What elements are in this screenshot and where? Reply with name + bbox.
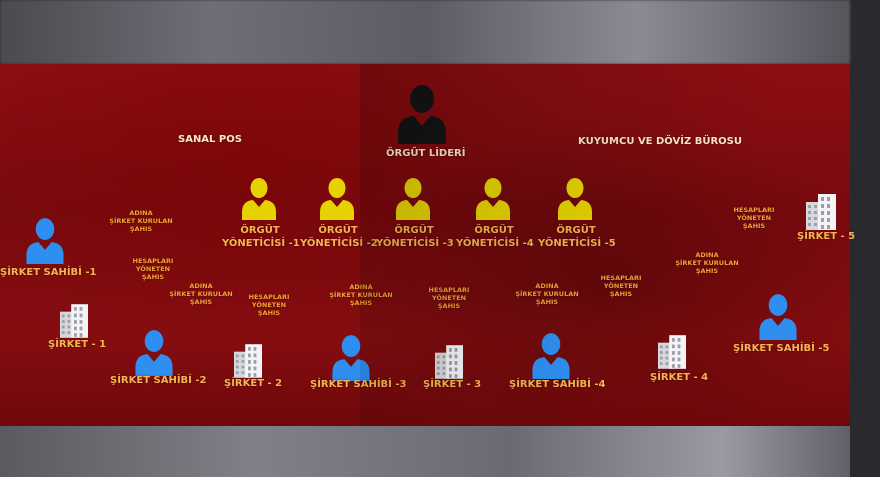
yonetici-4-line1: ÖRGÜT (474, 225, 514, 236)
note-2-l1: HESAPLARI (132, 257, 174, 265)
yonetici-label-4: ÖRGÜT YÖNETİCİSİ -4 (456, 224, 534, 250)
note-6: HESAPLARI YÖNETEN ŞAHIS (420, 286, 478, 310)
note-1: ADINA ŞİRKET KURULAN ŞAHIS (106, 209, 176, 233)
sirket-label-4: ŞİRKET - 4 (650, 372, 709, 383)
yonetici-icon-3 (393, 176, 433, 220)
note-8-l3: ŞAHIS (609, 290, 633, 298)
owner-label-4: ŞİRKET SAHİBİ -4 (509, 379, 606, 390)
note-9-l1: ADINA (695, 251, 719, 259)
note-10-l1: HESAPLARI (733, 206, 775, 214)
yonetici-2-line1: ÖRGÜT (318, 225, 358, 236)
building-icon-4 (658, 335, 686, 369)
note-9: ADINA ŞİRKET KURULAN ŞAHIS (672, 251, 742, 275)
yonetici-5-line1: ÖRGÜT (556, 225, 596, 236)
yonetici-label-2: ÖRGÜT YÖNETİCİSİ -2 (300, 224, 378, 250)
note-7-l2: ŞİRKET KURULAN (515, 290, 579, 298)
owner-label-5: ŞİRKET SAHİBİ -5 (733, 343, 830, 354)
note-1-l1: ADINA (129, 209, 153, 217)
note-5-l3: ŞAHIS (349, 299, 373, 307)
blurred-top-band (0, 0, 850, 64)
org-chart-stage: ÖRGÜT LİDERİ SANAL POS KUYUMCU VE DÖVİZ … (0, 64, 880, 426)
owner-icon-2 (132, 328, 176, 376)
yonetici-label-5: ÖRGÜT YÖNETİCİSİ -5 (538, 224, 616, 250)
yonetici-1-line1: ÖRGÜT (240, 225, 280, 236)
building-icon-1 (60, 304, 88, 338)
yonetici-3-line1: ÖRGÜT (394, 225, 434, 236)
note-4-l3: ŞAHIS (257, 309, 281, 317)
yonetici-icon-1 (239, 176, 279, 220)
note-1-l3: ŞAHIS (129, 225, 153, 233)
note-4: HESAPLARI YÖNETEN ŞAHIS (240, 293, 298, 317)
note-3-l2: ŞİRKET KURULAN (169, 290, 233, 298)
sirket-label-1: ŞİRKET - 1 (48, 339, 107, 350)
note-6-l3: ŞAHIS (437, 302, 461, 310)
yonetici-label-3: ÖRGÜT YÖNETİCİSİ -3 (376, 224, 454, 250)
leader-silhouette-icon (393, 82, 451, 144)
note-7-l1: ADINA (535, 282, 559, 290)
note-2: HESAPLARI YÖNETEN ŞAHIS (124, 257, 182, 281)
owner-icon-3 (329, 333, 373, 381)
owner-icon-5 (756, 292, 800, 340)
leader-label: ÖRGÜT LİDERİ (386, 148, 466, 159)
note-9-l3: ŞAHIS (695, 267, 719, 275)
note-8-l2: YÖNETEN (603, 282, 639, 290)
yonetici-label-1: ÖRGÜT YÖNETİCİSİ -1 (222, 224, 300, 250)
note-6-l1: HESAPLARI (428, 286, 470, 294)
yonetici-2-line2: YÖNETİCİSİ -2 (300, 238, 378, 249)
owner-label-1: ŞİRKET SAHİBİ -1 (0, 267, 97, 278)
owner-label-3: ŞİRKET SAHİBİ -3 (310, 379, 407, 390)
note-10-l3: ŞAHIS (742, 222, 766, 230)
yonetici-icon-4 (473, 176, 513, 220)
note-9-l2: ŞİRKET KURULAN (675, 259, 739, 267)
note-2-l3: ŞAHIS (141, 273, 165, 281)
note-5-l1: ADINA (349, 283, 373, 291)
building-icon-3 (435, 345, 463, 379)
note-3-l3: ŞAHIS (189, 298, 213, 306)
building-icon-2 (234, 344, 262, 378)
note-8-l1: HESAPLARI (600, 274, 642, 282)
note-10: HESAPLARI YÖNETEN ŞAHIS (725, 206, 783, 230)
note-5-l2: ŞİRKET KURULAN (329, 291, 393, 299)
note-7-l3: ŞAHIS (535, 298, 559, 306)
sirket-label-3: ŞİRKET - 3 (423, 379, 482, 390)
note-4-l1: HESAPLARI (248, 293, 290, 301)
yonetici-3-line2: YÖNETİCİSİ -3 (376, 238, 454, 249)
blurred-bottom-band (0, 426, 850, 477)
note-10-l2: YÖNETEN (736, 214, 772, 222)
note-3: ADINA ŞİRKET KURULAN ŞAHIS (166, 282, 236, 306)
kuyumcu-label: KUYUMCU VE DÖVİZ BÜROSU (578, 136, 742, 147)
owner-label-2: ŞİRKET SAHİBİ -2 (110, 375, 207, 386)
yonetici-icon-5 (555, 176, 595, 220)
note-1-l2: ŞİRKET KURULAN (109, 217, 173, 225)
building-icon-5 (806, 194, 836, 230)
yonetici-1-line2: YÖNETİCİSİ -1 (222, 238, 300, 249)
sanal-pos-label: SANAL POS (178, 134, 242, 145)
note-6-l2: YÖNETEN (431, 294, 467, 302)
owner-icon-1 (23, 216, 67, 264)
note-8: HESAPLARI YÖNETEN ŞAHIS (592, 274, 650, 298)
sirket-label-2: ŞİRKET - 2 (224, 378, 283, 389)
note-7: ADINA ŞİRKET KURULAN ŞAHIS (512, 282, 582, 306)
yonetici-5-line2: YÖNETİCİSİ -5 (538, 238, 616, 249)
note-4-l2: YÖNETEN (251, 301, 287, 309)
note-3-l1: ADINA (189, 282, 213, 290)
yonetici-icon-2 (317, 176, 357, 220)
owner-icon-4 (529, 331, 573, 379)
yonetici-4-line2: YÖNETİCİSİ -4 (456, 238, 534, 249)
note-5: ADINA ŞİRKET KURULAN ŞAHIS (326, 283, 396, 307)
note-2-l2: YÖNETEN (135, 265, 171, 273)
sirket-label-5: ŞİRKET - 5 (797, 231, 856, 242)
